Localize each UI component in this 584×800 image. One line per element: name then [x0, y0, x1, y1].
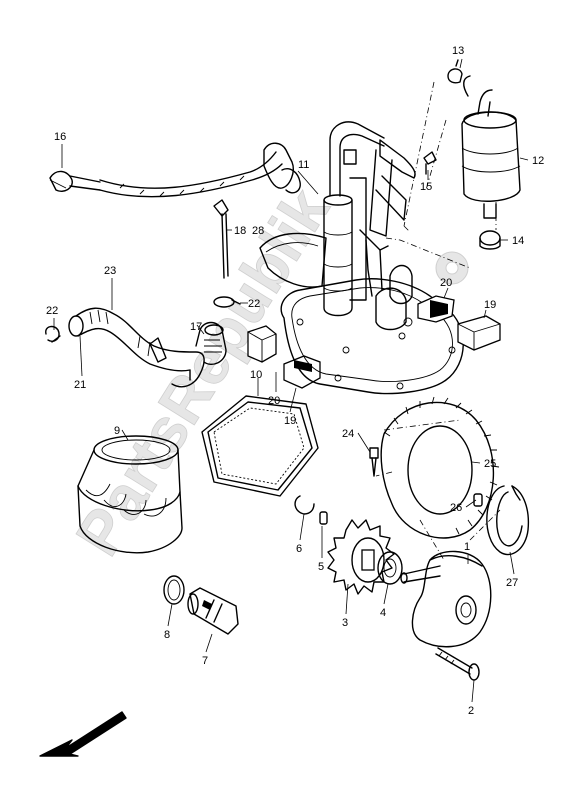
part-cable-tie — [213, 199, 229, 279]
part-fuel-hose — [68, 307, 205, 388]
callout-25: 25 — [484, 458, 496, 470]
part-oil-filter — [77, 435, 183, 554]
part-o-ring — [163, 575, 185, 605]
part-pin — [319, 511, 328, 525]
callout-12: 12 — [532, 155, 544, 167]
part-clamp-14 — [479, 230, 501, 250]
part-cushion-d — [457, 315, 501, 351]
callout-2: 2 — [468, 705, 474, 717]
watermark-gear-icon — [435, 251, 469, 285]
callout-19-left: 19 — [284, 415, 296, 427]
part-clamp-13 — [447, 59, 463, 84]
part-fuel-pump — [323, 121, 416, 317]
part-pin-b — [473, 493, 483, 507]
callout-24: 24 — [342, 428, 354, 440]
part-union-bolt — [187, 587, 239, 635]
part-oil-pump — [400, 550, 492, 648]
callout-17: 17 — [190, 321, 202, 333]
callout-19-right: 19 — [484, 299, 496, 311]
part-oil-pump-gear — [327, 519, 395, 595]
callout-18: 18 — [234, 225, 246, 237]
callout-labels: 1 2 3 4 5 6 7 8 9 10 11 12 13 14 15 16 1… — [46, 45, 544, 717]
callout-10: 10 — [250, 369, 262, 381]
callout-1: 1 — [464, 541, 470, 553]
callout-8: 8 — [164, 629, 170, 641]
callout-20-left: 20 — [268, 395, 280, 407]
part-screw — [369, 447, 379, 477]
part-bolt — [435, 647, 480, 681]
guide-lines — [375, 81, 501, 561]
callout-11: 11 — [298, 159, 309, 171]
callout-22-left: 22 — [46, 305, 58, 317]
part-cushion-a — [247, 325, 277, 363]
part-cushion-c — [417, 295, 455, 323]
callout-20-right: 20 — [440, 277, 452, 289]
callout-22-right: 22 — [248, 298, 260, 310]
callout-16: 16 — [54, 131, 66, 143]
part-clamp-b — [45, 325, 61, 343]
part-joint-hose — [195, 321, 227, 366]
part-wire-harness — [49, 142, 301, 198]
callout-26: 26 — [450, 502, 462, 514]
part-gasket — [201, 395, 319, 497]
callout-23: 23 — [104, 265, 116, 277]
direction-arrow-icon — [39, 711, 127, 757]
part-fuel-fitting — [375, 264, 413, 340]
callout-15: 15 — [420, 181, 432, 193]
callout-3: 3 — [342, 617, 348, 629]
part-circlip — [294, 495, 315, 515]
part-circlip-b — [486, 485, 530, 556]
callout-21: 21 — [74, 379, 86, 391]
callout-5: 5 — [318, 561, 324, 573]
part-washer — [377, 551, 403, 585]
leader-lines — [53, 58, 529, 703]
callout-28: 28 — [252, 225, 264, 237]
callout-4: 4 — [380, 607, 386, 619]
part-fuel-filter — [461, 75, 521, 219]
part-driven-gear — [380, 396, 500, 539]
part-screw-15 — [423, 151, 437, 175]
part-clamp-a — [213, 296, 241, 308]
callout-13: 13 — [452, 45, 464, 57]
callout-27: 27 — [506, 577, 518, 589]
callout-7: 7 — [202, 655, 208, 667]
callout-9: 9 — [114, 425, 120, 437]
callout-14: 14 — [512, 235, 524, 247]
callout-6: 6 — [296, 543, 302, 555]
